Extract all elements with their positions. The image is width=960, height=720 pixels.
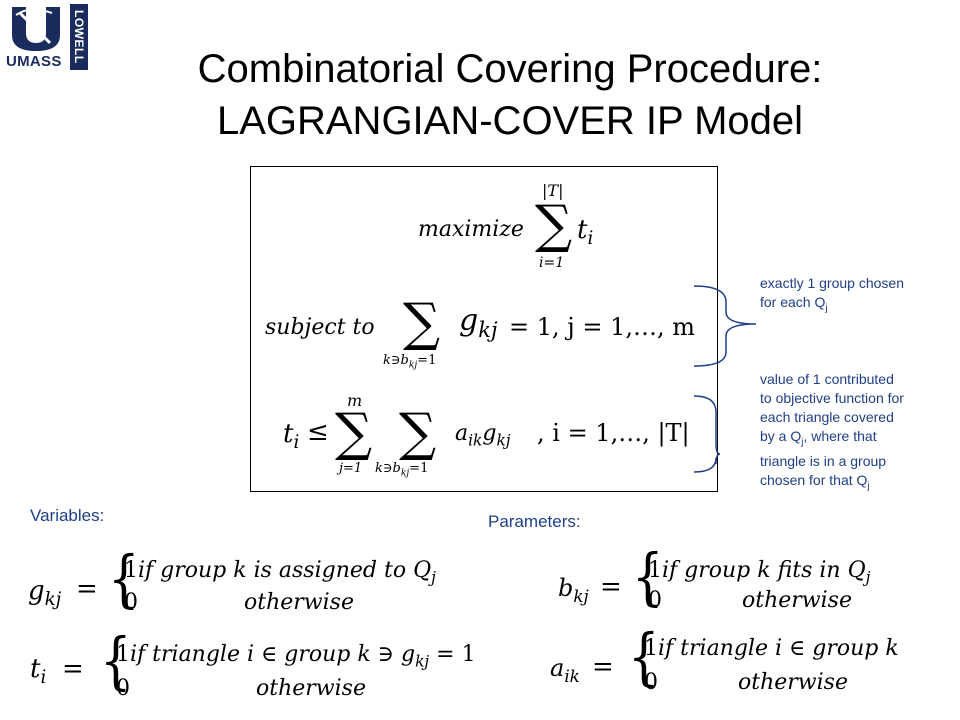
t-case-2: otherwise xyxy=(256,676,366,701)
brace-1-icon xyxy=(693,285,757,367)
a-lhs: aik xyxy=(550,654,580,686)
a-case-2: otherwise xyxy=(738,670,848,695)
brace-2-icon xyxy=(693,395,721,473)
variables-label: Variables: xyxy=(30,506,105,525)
constraint1-rhs: = 1, j = 1,…, m xyxy=(509,313,695,341)
umass-u-emblem-icon xyxy=(12,7,60,51)
page-title-line1: Combinatorial Covering Procedure: xyxy=(197,47,823,91)
parameters-label: Parameters: xyxy=(488,512,581,531)
constraint2-lower-limit-2: k∋bkj=1 xyxy=(375,461,429,479)
objective-term: ti xyxy=(577,215,594,250)
b-lhs: bkj xyxy=(558,574,589,606)
constraint2-relation: ≤ xyxy=(307,417,329,447)
constraint2-term: aikgkj xyxy=(455,421,511,450)
a-case-1: if triangle i ∈ group k xyxy=(658,636,899,661)
constraint2-sum-1-icon: ∑ xyxy=(335,403,373,463)
g-brace-icon: { xyxy=(107,542,140,615)
constraint2-lhs: ti xyxy=(283,419,300,454)
constraint1-term: gkj xyxy=(459,303,498,342)
constraint1-lower-limit: k∋bkj=1 xyxy=(383,353,437,371)
page-title-line2: LAGRANGIAN-COVER IP Model xyxy=(216,99,804,143)
annotation-braces xyxy=(693,285,757,473)
ip-model-box: maximize |T| ∑ i=1 ti subject to ∑ k∋bkj… xyxy=(250,166,718,492)
b-case-1: if group k fits in Qj xyxy=(662,558,871,587)
a-brace-icon: { xyxy=(627,620,660,693)
subject-to-word: subject to xyxy=(265,315,375,340)
constraint2-upper-limit-1: m xyxy=(347,391,363,410)
logo-umass-text: UMASS xyxy=(6,53,62,70)
t-brace-icon: { xyxy=(99,624,132,697)
annotation-value-contributed: value of 1 contributed to objective func… xyxy=(760,371,904,492)
objective-lower-limit: i=1 xyxy=(539,255,565,271)
constraint2-sum-2-icon: ∑ xyxy=(399,403,437,463)
maximize-word: maximize xyxy=(418,217,524,242)
t-case-1: if triangle i ∈ group k ∋ gkj = 1 xyxy=(130,642,476,671)
annotation-exactly-one-group: exactly 1 group chosen for each Qj xyxy=(760,275,904,314)
g-lhs: gkj xyxy=(28,576,62,611)
constraint2-rhs: , i = 1,…, |T| xyxy=(537,419,690,447)
logo-lowell-text: LOWELL xyxy=(70,4,88,70)
b-brace-icon: { xyxy=(631,540,664,613)
objective-sum-icon: ∑ xyxy=(535,195,573,255)
umass-lowell-logo: LOWELL UMASS xyxy=(4,3,90,73)
g-case-2: otherwise xyxy=(244,590,354,615)
b-case-2: otherwise xyxy=(742,588,852,613)
constraint1-sum-icon: ∑ xyxy=(403,293,441,353)
constraint2-lower-limit-1: j=1 xyxy=(339,461,363,476)
t-lhs: ti xyxy=(30,654,47,689)
objective-upper-limit: |T| xyxy=(542,181,564,200)
g-case-1: if group k is assigned to Qj xyxy=(138,558,436,587)
